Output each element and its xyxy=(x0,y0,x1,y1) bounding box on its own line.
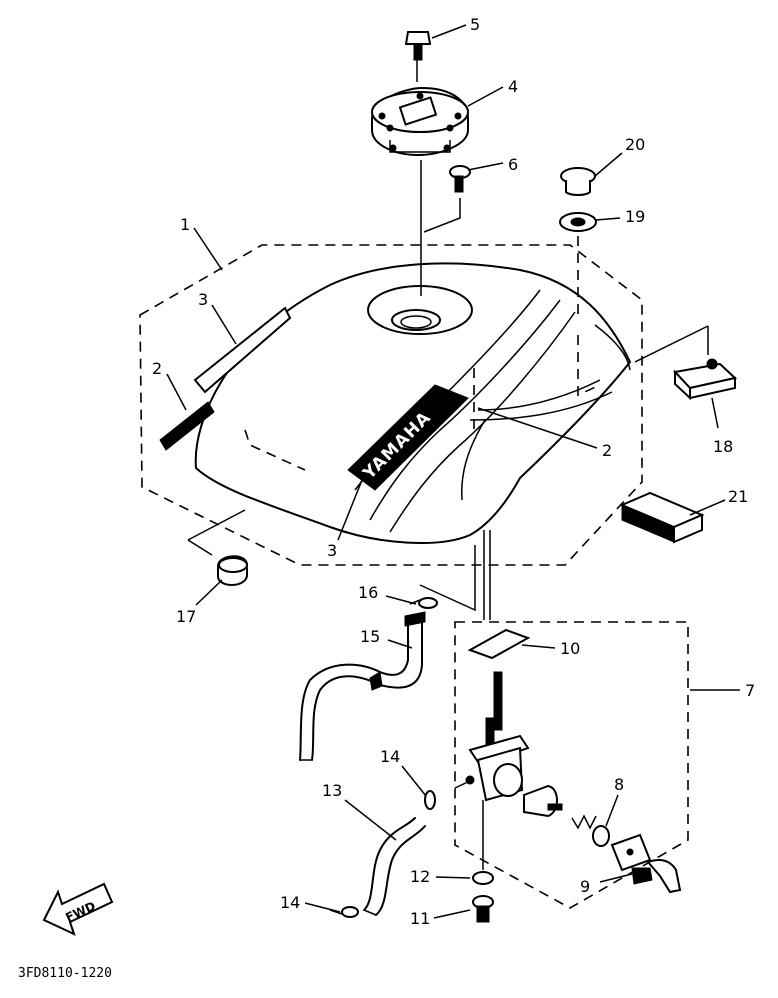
callout-14b: 14 xyxy=(280,893,300,912)
fuel-cap xyxy=(371,87,469,156)
callout-1: 1 xyxy=(180,215,190,234)
forward-direction-arrow: FWD xyxy=(42,882,114,936)
o-ring xyxy=(592,825,610,847)
damper-top xyxy=(560,167,596,196)
callout-18: 18 xyxy=(713,437,733,456)
callout-2b: 2 xyxy=(602,441,612,460)
callout-21: 21 xyxy=(728,487,748,506)
yamaha-badge-emblem: YAMAHA xyxy=(347,384,469,491)
callout-11: 11 xyxy=(410,909,430,928)
drain-washer xyxy=(472,871,494,885)
fuel-tank xyxy=(194,262,631,544)
fuel-hose-lower xyxy=(363,817,416,911)
callout-2a: 2 xyxy=(152,359,162,378)
callout-15: 15 xyxy=(360,627,380,646)
cap-bolt xyxy=(404,31,432,61)
callout-19: 19 xyxy=(625,207,645,226)
callout-3b: 3 xyxy=(327,541,337,560)
callout-13: 13 xyxy=(322,781,342,800)
drain-bolt xyxy=(472,895,494,923)
fuel-cock-plunger xyxy=(523,784,563,818)
callout-3a: 3 xyxy=(198,290,208,309)
callout-17: 17 xyxy=(176,607,196,626)
cap-screw xyxy=(449,165,471,193)
callout-7: 7 xyxy=(745,681,755,700)
fuel-cock-valve xyxy=(454,671,530,802)
fuel-hose-upper xyxy=(311,619,423,761)
callout-4: 4 xyxy=(508,77,518,96)
hose-clip-lower xyxy=(329,906,359,918)
tank-damper-front xyxy=(217,555,248,586)
callout-10: 10 xyxy=(560,639,580,658)
callout-20: 20 xyxy=(625,135,645,154)
hose-clip-mid xyxy=(424,790,436,810)
emblem-strip-3 xyxy=(193,306,292,394)
callout-16: 16 xyxy=(358,583,378,602)
callout-9: 9 xyxy=(580,877,590,896)
callout-8: 8 xyxy=(614,775,624,794)
damper-pad xyxy=(619,491,705,544)
fuel-cock-gasket xyxy=(467,628,531,660)
fuel-cock-lever xyxy=(610,833,682,894)
fuel-cock-spring xyxy=(571,814,597,830)
callout-5: 5 xyxy=(470,15,480,34)
reference-code: 3FD8110-1220 xyxy=(18,966,112,981)
callout-6: 6 xyxy=(508,155,518,174)
callout-14a: 14 xyxy=(380,747,400,766)
damper-washer xyxy=(559,212,597,232)
tank-assembly-boundary xyxy=(139,244,643,566)
callout-12: 12 xyxy=(410,867,430,886)
rear-bracket xyxy=(673,358,738,401)
emblem-strip-2 xyxy=(159,401,215,451)
